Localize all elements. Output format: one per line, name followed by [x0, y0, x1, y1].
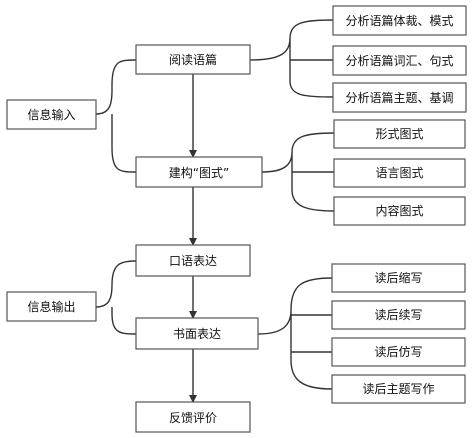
schema-bracket	[261, 132, 335, 212]
form-schema-node: 形式图式	[333, 119, 466, 149]
schema-node: 建构“图式”	[135, 156, 263, 188]
theme-writing-node: 读后主题写作	[331, 374, 466, 404]
analysis-bracket	[249, 19, 334, 98]
written-node: 书面表达	[135, 317, 259, 350]
reading-label: 阅读语篇	[169, 52, 217, 67]
content-schema-label: 内容图式	[375, 203, 423, 218]
info-input-node: 信息输入	[6, 99, 97, 130]
oral-node: 口语表达	[135, 244, 251, 277]
imitation-writing-node: 读后仿写	[331, 337, 466, 367]
imitation-writing-label: 读后仿写	[374, 345, 422, 359]
analysis-genre-node: 分析语篇体裁、模式	[332, 5, 467, 36]
content-schema-node: 内容图式	[333, 196, 466, 226]
analysis-vocab-label: 分析语篇词汇、句式	[345, 53, 453, 68]
language-schema-node: 语言图式	[333, 158, 466, 188]
form-schema-label: 形式图式	[375, 127, 423, 141]
analysis-genre-label: 分析语篇体裁、模式	[345, 13, 453, 28]
info-input-label: 信息输入	[27, 107, 75, 122]
schema-label: 建构“图式”	[169, 165, 229, 180]
analysis-theme-label: 分析语篇主题、基调	[345, 90, 453, 105]
info-output-label: 信息输出	[27, 299, 75, 314]
continuation-writing-node: 读后续写	[331, 300, 466, 330]
written-label: 书面表达	[173, 327, 221, 341]
summary-writing-label: 读后缩写	[374, 270, 422, 285]
continuation-writing-label: 读后续写	[374, 308, 422, 322]
summary-writing-node: 读后缩写	[331, 263, 466, 293]
analysis-vocab-node: 分析语篇词汇、句式	[332, 45, 467, 76]
analysis-theme-node: 分析语篇主题、基调	[332, 82, 467, 113]
feedback-node: 反馈评价	[135, 401, 251, 433]
reading-node: 阅读语篇	[135, 44, 251, 75]
info-output-node: 信息输出	[6, 291, 97, 322]
oral-label: 口语表达	[169, 254, 217, 268]
feedback-label: 反馈评价	[169, 411, 217, 425]
output-bracket	[95, 260, 137, 335]
language-schema-label: 语言图式	[375, 166, 423, 180]
writing-bracket	[257, 277, 333, 390]
input-bracket	[95, 59, 137, 173]
theme-writing-label: 读后主题写作	[362, 382, 434, 396]
